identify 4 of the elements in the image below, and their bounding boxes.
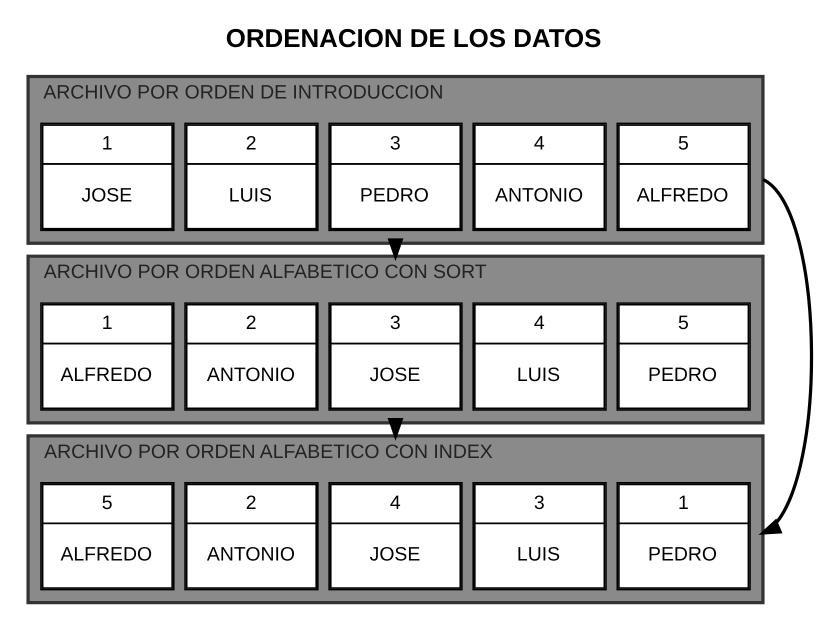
diagram-title: ORDENACION DE LOS DATOS — [226, 25, 602, 54]
arrow — [758, 178, 814, 535]
arrow — [388, 418, 404, 441]
arrow — [388, 238, 404, 262]
